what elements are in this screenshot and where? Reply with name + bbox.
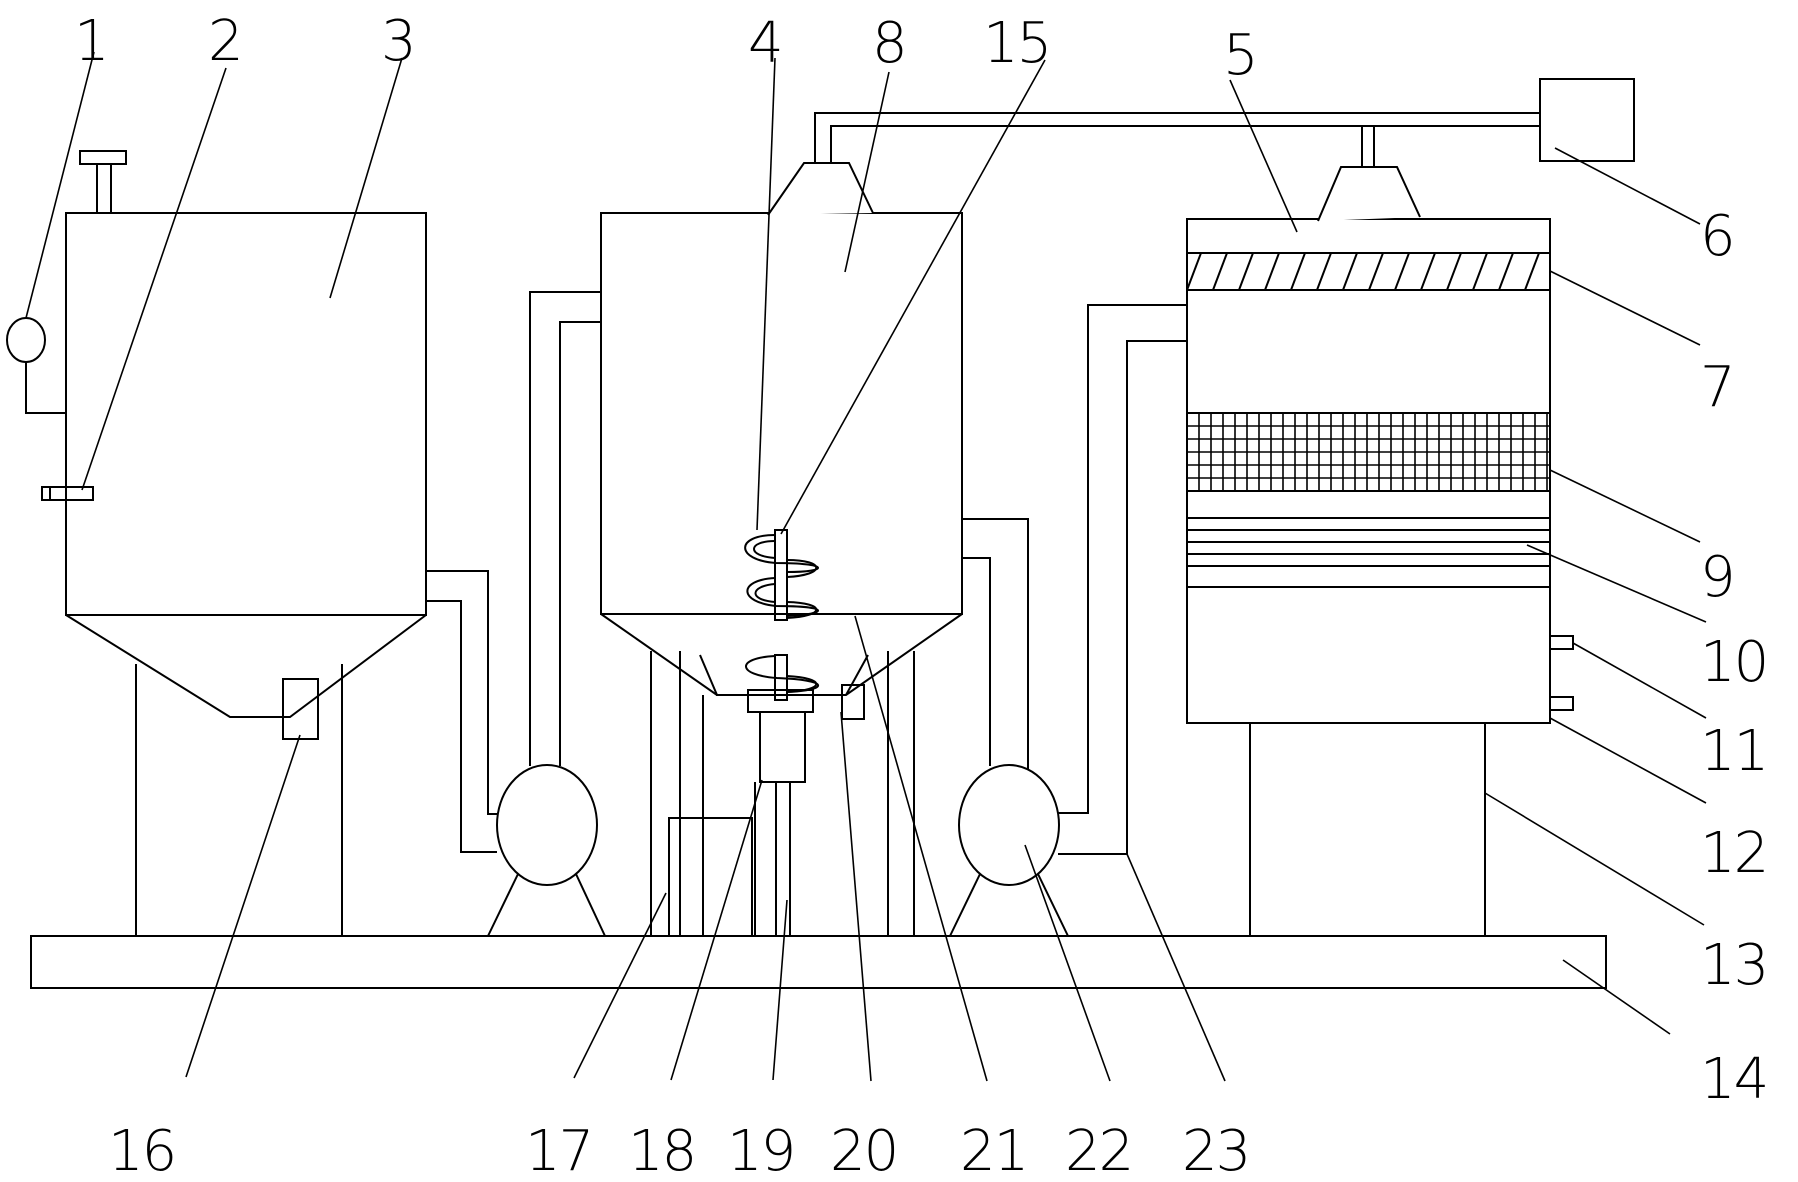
label-8: 8 bbox=[872, 11, 906, 76]
label-3: 3 bbox=[381, 9, 415, 74]
hatch-stroke bbox=[1186, 252, 1202, 291]
hatch-stroke bbox=[1212, 252, 1228, 291]
label-14: 14 bbox=[1700, 1047, 1767, 1112]
gas-line bbox=[814, 78, 1635, 167]
labels: 1 2 3 4 8 15 5 6 7 9 10 11 12 13 14 16 1… bbox=[74, 9, 1769, 1182]
right-tank bbox=[1186, 166, 1574, 936]
screw-auger bbox=[744, 534, 820, 693]
label-23: 23 bbox=[1182, 1119, 1249, 1182]
hatch-stroke bbox=[1342, 252, 1358, 291]
hatch-stroke bbox=[1524, 252, 1540, 291]
label-19: 19 bbox=[727, 1119, 794, 1182]
label-16: 16 bbox=[108, 1119, 175, 1182]
label-18: 18 bbox=[628, 1119, 695, 1182]
hatch-stroke bbox=[1238, 252, 1254, 291]
label-21: 21 bbox=[960, 1119, 1027, 1182]
box-6 bbox=[1539, 78, 1635, 162]
label-9: 9 bbox=[1700, 545, 1734, 610]
hatch-stroke bbox=[1368, 252, 1384, 291]
pipes-left bbox=[426, 291, 601, 853]
label-1: 1 bbox=[74, 9, 108, 74]
label-13: 13 bbox=[1700, 933, 1767, 998]
hatch-stroke bbox=[1472, 252, 1488, 291]
label-12: 12 bbox=[1700, 821, 1767, 886]
label-11: 11 bbox=[1700, 719, 1767, 784]
pump-right bbox=[949, 764, 1069, 937]
middle-tank bbox=[600, 162, 963, 937]
grid-layer bbox=[1187, 413, 1550, 491]
label-2: 2 bbox=[208, 9, 242, 74]
label-5: 5 bbox=[1223, 23, 1257, 88]
hatch-layer bbox=[1186, 252, 1540, 291]
hatch-stroke bbox=[1420, 252, 1436, 291]
base-plate bbox=[30, 935, 1607, 989]
label-17: 17 bbox=[525, 1119, 592, 1182]
label-7: 7 bbox=[1700, 355, 1734, 420]
label-22: 22 bbox=[1065, 1119, 1132, 1182]
leader-lines bbox=[25, 51, 1707, 1082]
hatch-stroke bbox=[1394, 252, 1410, 291]
left-tank bbox=[6, 150, 427, 936]
hatch-stroke bbox=[1264, 252, 1280, 291]
pipes-middle bbox=[962, 304, 1187, 855]
pump-left bbox=[487, 764, 606, 937]
label-4: 4 bbox=[748, 11, 782, 76]
hatch-stroke bbox=[1316, 252, 1332, 291]
hatch-stroke bbox=[1446, 252, 1462, 291]
label-20: 20 bbox=[830, 1119, 897, 1182]
label-6: 6 bbox=[1700, 204, 1734, 269]
hatch-stroke bbox=[1498, 252, 1514, 291]
label-10: 10 bbox=[1700, 630, 1767, 695]
hatch-stroke bbox=[1290, 252, 1306, 291]
label-15: 15 bbox=[983, 11, 1050, 76]
